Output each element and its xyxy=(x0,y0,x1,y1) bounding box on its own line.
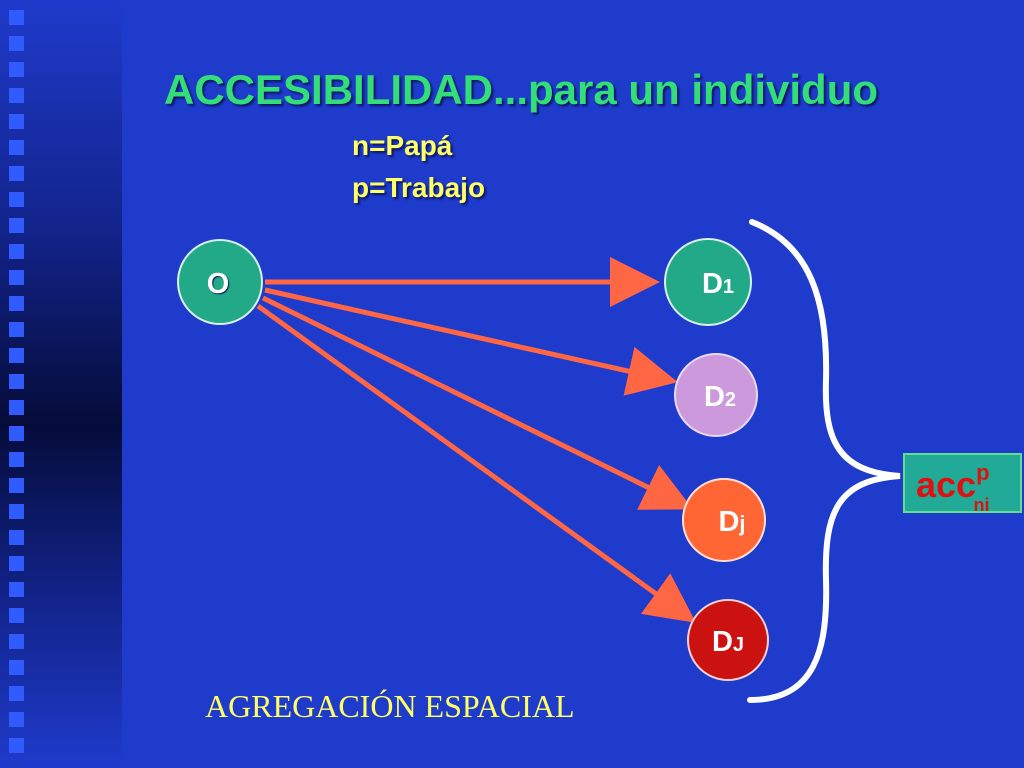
acc-base: acc xyxy=(916,464,977,505)
origin-node: O xyxy=(177,239,263,325)
decorative-square xyxy=(9,712,24,727)
decorative-square xyxy=(9,36,24,51)
decorative-square xyxy=(9,166,24,181)
decorative-square xyxy=(9,608,24,623)
decorative-square xyxy=(9,244,24,259)
acc-superscript: p xyxy=(976,460,990,485)
destination-node-1: D1 xyxy=(664,238,752,326)
decorative-square xyxy=(9,634,24,649)
decorative-square xyxy=(9,400,24,415)
slide-title: ACCESIBILIDAD...para un individuo xyxy=(164,66,879,113)
decorative-square xyxy=(9,504,24,519)
decorative-square xyxy=(9,738,24,753)
arrow-o-dj xyxy=(261,295,693,510)
decorative-square xyxy=(9,426,24,441)
decorative-square xyxy=(9,452,24,467)
destination-label-1: D1 xyxy=(702,268,734,300)
destination-label-2: D2 xyxy=(704,381,736,413)
decorative-square xyxy=(9,62,24,77)
decorative-square xyxy=(9,218,24,233)
accessibility-result-label: accp ni xyxy=(916,460,1006,515)
decorative-square xyxy=(9,374,24,389)
decorative-square xyxy=(9,582,24,597)
decorative-square xyxy=(9,478,24,493)
destination-node-J: DJ xyxy=(687,599,769,681)
decorative-square xyxy=(9,556,24,571)
arrow-o-d2 xyxy=(264,287,678,396)
footer-caption: AGREGACIÓN ESPACIAL xyxy=(205,688,575,724)
decorative-square xyxy=(9,660,24,675)
decorative-square xyxy=(9,686,24,701)
origin-label: O xyxy=(207,268,230,300)
acc-subscript: ni xyxy=(973,495,990,516)
destination-label-J: DJ xyxy=(712,626,744,658)
arrow-o-dJ xyxy=(256,303,697,623)
legend-n: n=Papá xyxy=(352,130,453,161)
accessibility-result-box xyxy=(903,453,1022,513)
decorative-square xyxy=(9,322,24,337)
decorative-square xyxy=(9,270,24,285)
destination-node-j: Dj xyxy=(682,478,766,562)
decorative-square xyxy=(9,296,24,311)
destination-label-j: Dj xyxy=(718,506,745,538)
decorative-square xyxy=(9,530,24,545)
decorative-square xyxy=(9,192,24,207)
curly-brace xyxy=(747,219,901,703)
legend-p: p=Trabajo xyxy=(352,172,486,203)
decorative-square xyxy=(9,140,24,155)
decorative-square xyxy=(9,88,24,103)
decorative-square xyxy=(9,348,24,363)
destination-node-2: D2 xyxy=(674,353,758,437)
decorative-square xyxy=(9,10,24,25)
decorative-square xyxy=(9,114,24,129)
